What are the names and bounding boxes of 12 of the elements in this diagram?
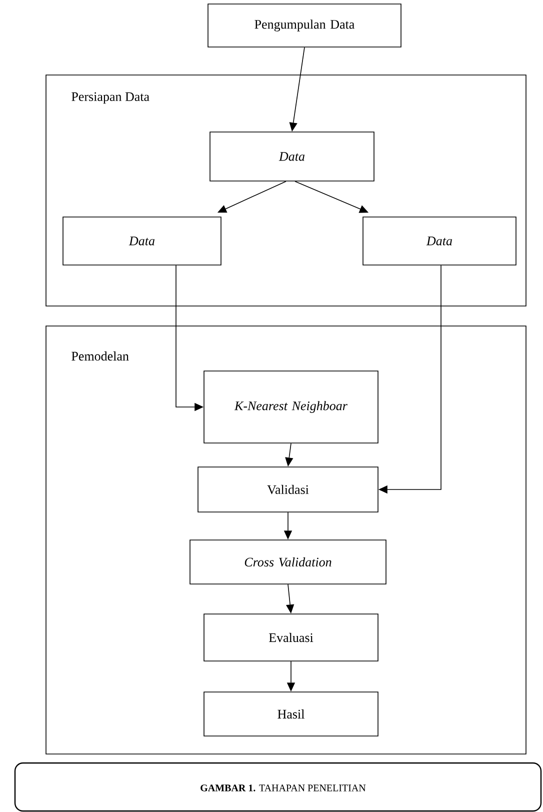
process-box: Data [210, 132, 374, 182]
group-title: Pemodelan [70, 350, 130, 362]
process-box: Data [62, 216, 222, 266]
group-title: Persiapan Data [70, 91, 151, 105]
process-box: Hasil [204, 692, 378, 736]
process-box: Data [362, 216, 516, 266]
process-box: Evaluasi [204, 614, 378, 662]
process-box: Pengumpulan Data [208, 4, 402, 48]
caption-box: GAMBAR 1. TAHAPAN PENELITIAN [14, 762, 542, 812]
process-box: Cross Validation [190, 540, 386, 584]
process-box: K-Nearest Neighboar [204, 370, 378, 444]
process-box: Validasi [198, 466, 378, 512]
